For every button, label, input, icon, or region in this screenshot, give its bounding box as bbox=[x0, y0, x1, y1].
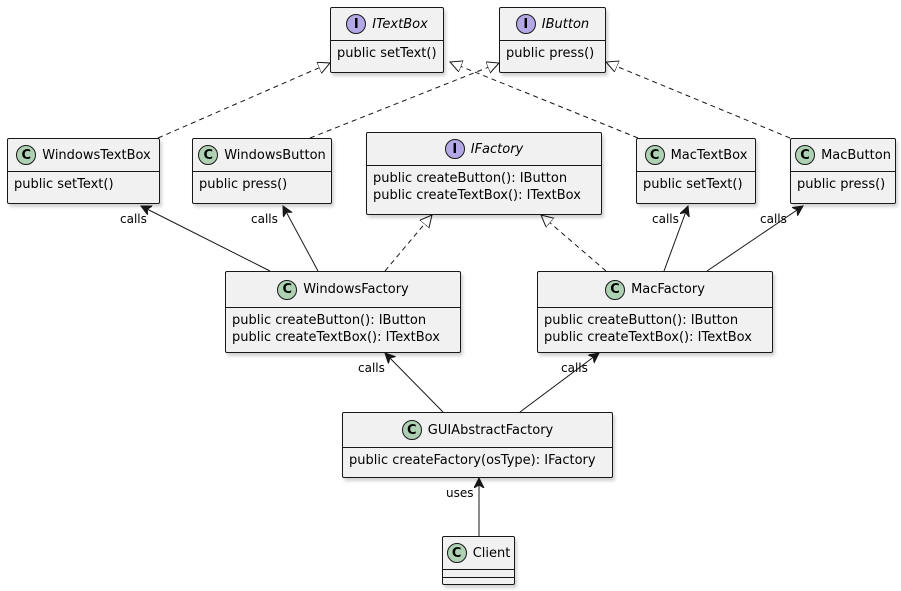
interface-badge-icon: I bbox=[346, 14, 367, 34]
node-header: C MacFactory bbox=[538, 272, 772, 308]
node-header: C WindowsButton bbox=[193, 139, 331, 172]
node-members: public createButton(): IButton public cr… bbox=[538, 308, 772, 346]
node-name: IButton bbox=[541, 16, 590, 32]
node-name: MacFactory bbox=[631, 282, 705, 297]
node-header: C Client bbox=[443, 537, 514, 570]
edge-windowstextbox-realizes-itextbox bbox=[157, 63, 330, 139]
node-members: public setText() bbox=[331, 41, 443, 62]
node-method: public createButton(): IButton bbox=[373, 171, 568, 186]
node-method: public setText() bbox=[643, 177, 743, 192]
node-members bbox=[443, 577, 514, 578]
node-method: public press() bbox=[199, 177, 288, 192]
edge-label-calls: calls bbox=[120, 212, 147, 226]
node-method: public createButton(): IButton bbox=[232, 313, 427, 328]
node-name: IFactory bbox=[470, 141, 524, 157]
class-badge-icon: C bbox=[16, 145, 37, 165]
edge-guiabstractfactory-calls-macfactory bbox=[519, 353, 599, 413]
node-members: public setText() bbox=[637, 172, 755, 193]
edge-macfactory-realizes-ifactory bbox=[541, 215, 607, 272]
node-method: public press() bbox=[506, 46, 595, 61]
node-method: public createTextBox(): ITextBox bbox=[373, 188, 581, 203]
interface-badge-icon: I bbox=[515, 14, 536, 34]
edge-windowsfactory-realizes-ifactory bbox=[384, 215, 432, 272]
node-method: public createTextBox(): ITextBox bbox=[232, 330, 440, 345]
node-members: public createButton(): IButton public cr… bbox=[367, 166, 601, 204]
edge-label-uses: uses bbox=[446, 486, 474, 500]
edge-label-calls: calls bbox=[561, 361, 588, 375]
class-badge-icon: C bbox=[401, 420, 422, 440]
edge-windowsbutton-realizes-ibutton bbox=[309, 63, 499, 139]
node-header: I IFactory bbox=[367, 133, 601, 166]
node-header: I ITextBox bbox=[331, 8, 443, 41]
edge-macbutton-realizes-ibutton bbox=[606, 62, 791, 139]
node-members: public press() bbox=[791, 172, 895, 193]
node-members: public createButton(): IButton public cr… bbox=[226, 308, 460, 346]
class-macfactory[interactable]: C MacFactory public createButton(): IBut… bbox=[537, 271, 773, 353]
node-name: WindowsTextBox bbox=[42, 147, 151, 163]
class-windowsfactory[interactable]: C WindowsFactory public createButton(): … bbox=[225, 271, 461, 353]
edge-windowsfactory-calls-windowsbutton bbox=[283, 206, 319, 272]
class-badge-icon: C bbox=[446, 543, 467, 563]
interface-itextbox[interactable]: I ITextBox public setText() bbox=[330, 7, 444, 73]
node-name: Client bbox=[472, 545, 511, 561]
class-guiabstractfactory[interactable]: C GUIAbstractFactory public createFactor… bbox=[342, 412, 613, 478]
class-client[interactable]: C Client bbox=[442, 536, 515, 585]
node-method: public createTextBox(): ITextBox bbox=[544, 330, 752, 345]
node-header: C MacButton bbox=[791, 139, 895, 172]
node-header: C WindowsFactory bbox=[226, 272, 460, 308]
node-name: MacTextBox bbox=[670, 147, 748, 163]
interface-ifactory[interactable]: I IFactory public createButton(): IButto… bbox=[366, 132, 602, 215]
interface-ibutton[interactable]: I IButton public press() bbox=[499, 7, 606, 73]
node-method: public setText() bbox=[337, 46, 437, 61]
edge-label-calls: calls bbox=[760, 212, 787, 226]
node-header: C GUIAbstractFactory bbox=[343, 413, 612, 448]
interface-badge-icon: I bbox=[444, 139, 465, 159]
class-badge-icon: C bbox=[198, 145, 219, 165]
edge-label-calls: calls bbox=[358, 361, 385, 375]
class-windowstextbox[interactable]: C WindowsTextBox public setText() bbox=[7, 138, 160, 204]
node-header: I IButton bbox=[500, 8, 605, 41]
class-badge-icon: C bbox=[795, 145, 816, 165]
edge-label-calls: calls bbox=[652, 212, 679, 226]
class-mactextbox[interactable]: C MacTextBox public setText() bbox=[636, 138, 756, 204]
node-method: public press() bbox=[797, 177, 886, 192]
node-members: public setText() bbox=[8, 172, 159, 193]
node-name: GUIAbstractFactory bbox=[427, 422, 554, 438]
node-name: ITextBox bbox=[372, 16, 428, 32]
edge-mactextbox-realizes-itextbox bbox=[450, 62, 639, 139]
node-members: public press() bbox=[500, 41, 605, 62]
node-header: C WindowsTextBox bbox=[8, 139, 159, 172]
class-badge-icon: C bbox=[277, 279, 298, 300]
node-name: WindowsButton bbox=[224, 147, 326, 163]
node-members: public createFactory(osType): IFactory bbox=[343, 448, 612, 469]
class-badge-icon: C bbox=[605, 279, 626, 300]
node-name: MacButton bbox=[821, 147, 891, 163]
edge-macfactory-calls-macbutton bbox=[706, 206, 803, 272]
node-method: public createFactory(osType): IFactory bbox=[349, 453, 596, 468]
node-method: public setText() bbox=[14, 177, 114, 192]
node-name: WindowsFactory bbox=[303, 282, 409, 297]
node-members: public press() bbox=[193, 172, 331, 193]
edge-macfactory-calls-mactextbox bbox=[663, 206, 688, 272]
class-badge-icon: C bbox=[644, 145, 665, 165]
node-method: public createButton(): IButton bbox=[544, 313, 739, 328]
class-windowsbutton[interactable]: C WindowsButton public press() bbox=[192, 138, 332, 204]
edge-windowsfactory-calls-windowstextbox bbox=[141, 206, 271, 272]
edge-label-calls: calls bbox=[251, 212, 278, 226]
edge-guiabstractfactory-calls-windowsfactory bbox=[385, 353, 444, 413]
class-macbutton[interactable]: C MacButton public press() bbox=[790, 138, 896, 204]
node-header: C MacTextBox bbox=[637, 139, 755, 172]
